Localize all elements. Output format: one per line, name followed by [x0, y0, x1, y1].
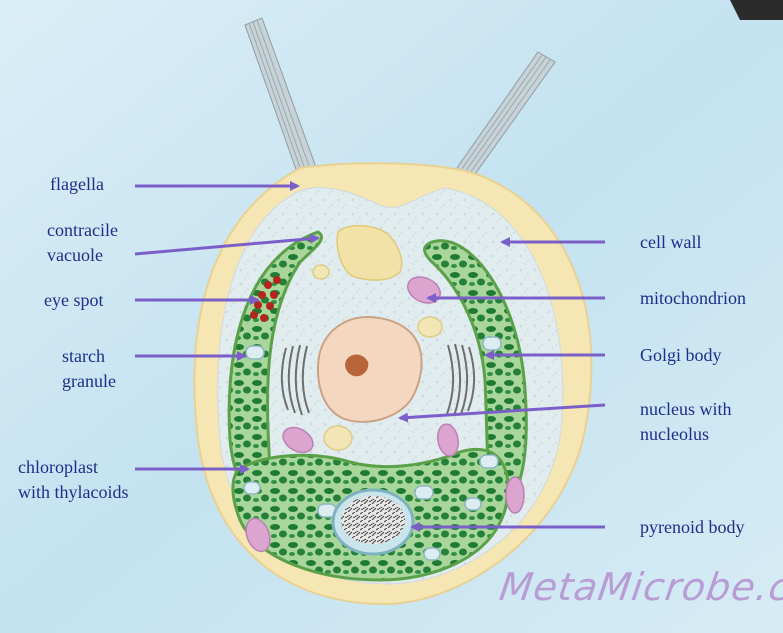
label-eye-spot: eye spot	[44, 288, 103, 313]
label-chloroplast-line2: with thylacoids	[18, 480, 129, 505]
watermark: MetaMicrobe.com	[497, 565, 783, 609]
pyrenoid-body	[333, 490, 413, 554]
label-flagella: flagella	[50, 172, 104, 197]
label-nucleus-line1: nucleus with	[640, 397, 732, 422]
label-pyrenoid-body: pyrenoid body	[640, 515, 744, 540]
label-contractile-vacuole-line2: vacuole	[47, 243, 103, 268]
label-golgi-body: Golgi body	[640, 343, 722, 368]
label-contractile-vacuole-line1: contracile	[47, 218, 118, 243]
nucleus	[318, 317, 422, 422]
label-starch-granule-line2: granule	[62, 369, 116, 394]
label-cell-wall: cell wall	[640, 230, 701, 255]
label-nucleus-line2: nucleolus	[640, 422, 709, 447]
label-mitochondrion: mitochondrion	[640, 286, 746, 311]
label-starch-granule-line1: starch	[62, 344, 105, 369]
label-chloroplast-line1: chloroplast	[18, 455, 98, 480]
